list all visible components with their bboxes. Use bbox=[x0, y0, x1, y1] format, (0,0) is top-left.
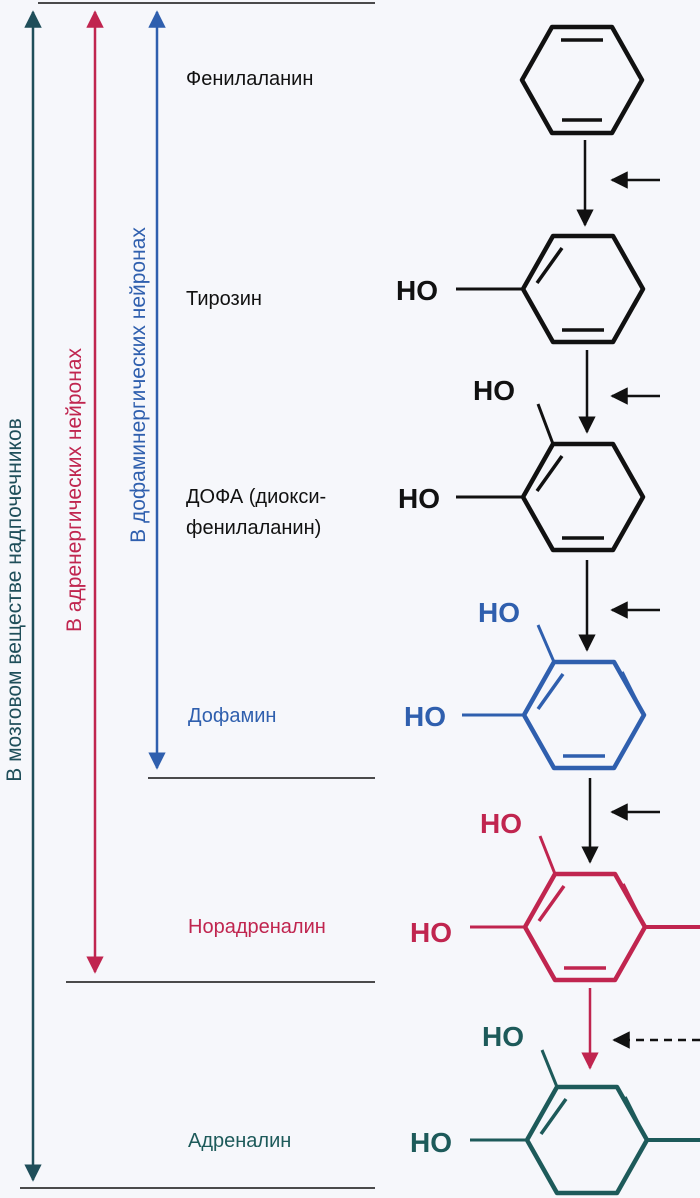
compound-name-dopamine: Дофамин bbox=[188, 705, 276, 727]
adrenaline-ho-meta: HO bbox=[482, 1021, 524, 1052]
compound-name-noradrenaline: Норадреналин bbox=[188, 916, 326, 938]
compound-name-dopa-line2: фенилаланин) bbox=[186, 517, 321, 539]
rail-adrenal-medulla-label: В мозговом веществе надпочечников bbox=[3, 418, 26, 782]
dopa-ring bbox=[520, 441, 646, 553]
dopamine-structure bbox=[462, 624, 647, 771]
noradrenaline-ho-para: HO bbox=[410, 917, 452, 948]
dopa-ho-meta: HO bbox=[473, 375, 515, 406]
dopamine-ho-para: HO bbox=[404, 701, 446, 732]
compound-name-tyrosine: Тирозин bbox=[186, 288, 262, 310]
compound-name-dopa-line1: ДОФА (диокси- bbox=[186, 486, 326, 508]
rail-dopaminergic-label: В дофаминергических нейронах bbox=[127, 227, 150, 543]
compound-name-phenylalanine: Фенилаланин bbox=[186, 68, 313, 90]
tyrosine-structure bbox=[456, 233, 646, 345]
noradrenaline-structure bbox=[470, 835, 700, 983]
adrenaline-ho-para: HO bbox=[410, 1127, 452, 1158]
adrenaline-structure bbox=[470, 1049, 700, 1196]
tyrosine-ho-para: HO bbox=[396, 275, 438, 306]
rail-adrenergic-label: В адренергических нейронах bbox=[63, 348, 86, 632]
phenylalanine-ring bbox=[519, 24, 645, 136]
dopa-ho-para: HO bbox=[398, 483, 440, 514]
compound-name-adrenaline: Адреналин bbox=[188, 1130, 291, 1152]
noradrenaline-ho-meta: HO bbox=[480, 808, 522, 839]
tyrosine-ring bbox=[520, 233, 646, 345]
dopamine-ho-meta: HO bbox=[478, 597, 520, 628]
phenylalanine-structure bbox=[519, 24, 645, 136]
dopa-structure bbox=[456, 403, 646, 553]
